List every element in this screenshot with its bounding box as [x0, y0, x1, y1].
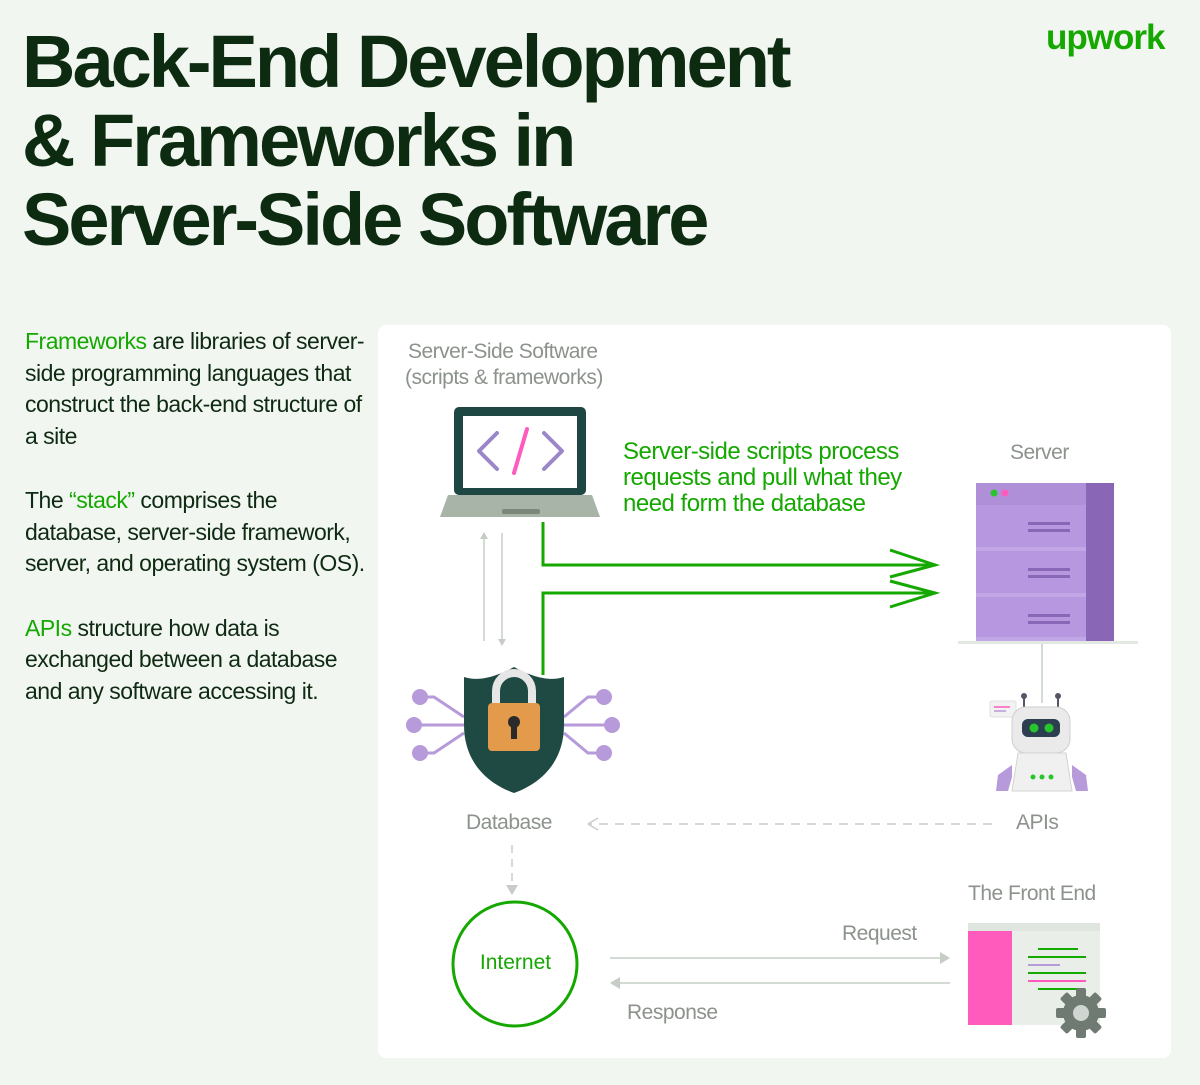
internet-label: Internet	[479, 951, 552, 974]
diagram-panel: Server-Side Software (scripts & framewor…	[378, 325, 1171, 1058]
stack-description: comprises the database, server-side fram…	[25, 487, 365, 576]
upwork-logo: upwork	[1046, 18, 1165, 57]
title-line-3: Server-Side Software	[22, 178, 709, 261]
scripts-note: Server-side scripts process requests and…	[623, 438, 902, 517]
title-line-1: Back-End Development	[22, 20, 792, 103]
response-label: Response	[627, 1001, 718, 1024]
database-internet-arrow	[506, 845, 518, 895]
database-label: Database	[466, 811, 552, 834]
frontend-label: The Front End	[968, 882, 1096, 905]
apis-paragraph: APIs structure how data is exchanged bet…	[25, 613, 365, 708]
frameworks-term: Frameworks	[25, 328, 147, 354]
stack-intro: The	[25, 487, 70, 513]
server-label: Server	[1010, 441, 1069, 464]
stack-term: “stack”	[69, 487, 135, 513]
internet-circle	[451, 900, 579, 1028]
software-label-line-2: (scripts & frameworks)	[405, 366, 603, 389]
frameworks-description: are libraries of server-side programming…	[25, 328, 365, 449]
request-response-arrows	[610, 952, 950, 989]
diagram-graphics	[406, 407, 1138, 1038]
server-connector-lines	[541, 522, 941, 675]
frameworks-paragraph: Frameworks are libraries of server-side …	[25, 326, 365, 452]
apis-term: APIs	[25, 614, 72, 641]
page-title: Back-End Development & Frameworks in Ser…	[22, 20, 792, 261]
laptop-database-arrows	[480, 532, 506, 646]
sidebar-text: Frameworks are libraries of server-side …	[25, 326, 365, 740]
apis-label: APIs	[1016, 811, 1059, 834]
server-icon	[958, 483, 1138, 644]
apis-description: structure how data is exchanged between …	[25, 614, 338, 704]
apis-database-arrow	[587, 817, 992, 831]
laptop-code-icon	[440, 407, 600, 517]
robot-api-icon	[989, 693, 1088, 792]
frontend-browser-icon	[968, 923, 1100, 1025]
software-label-line-1: Server-Side Software	[408, 340, 598, 363]
stack-paragraph: The “stack” comprises the database, serv…	[25, 485, 365, 580]
request-label: Request	[842, 922, 917, 945]
gear-icon	[1056, 988, 1106, 1038]
title-line-2: & Frameworks in	[22, 99, 576, 182]
database-lock-icon	[406, 667, 620, 793]
